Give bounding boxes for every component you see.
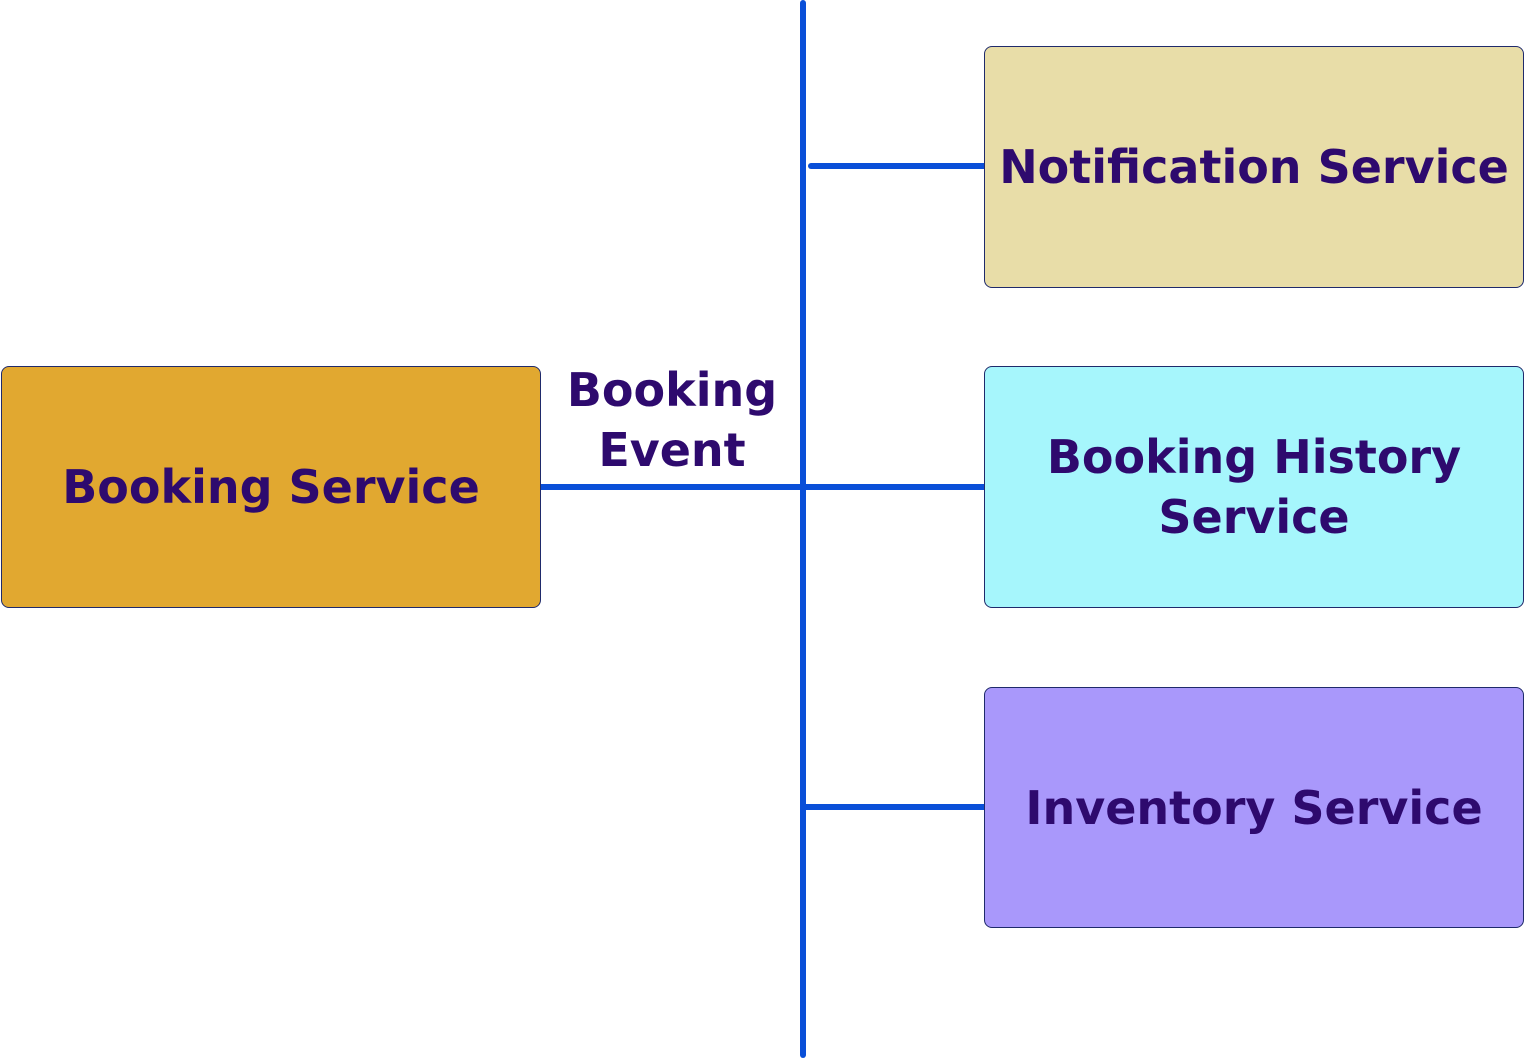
connector-booking-service-to-bus (537, 484, 988, 490)
booking-history-service-label: Booking History Service (1046, 430, 1462, 544)
inventory-service-box: Inventory Service (984, 687, 1524, 928)
connector-bus-to-inventory-service (800, 804, 988, 810)
event-bus-line (800, 0, 806, 1058)
notification-service-box: Notification Service (984, 46, 1524, 288)
inventory-service-label: Inventory Service (1025, 780, 1483, 835)
booking-service-label: Booking Service (62, 460, 480, 514)
booking-event-label: Booking Event (566, 363, 778, 477)
connector-bus-to-notification-service (808, 163, 988, 169)
notification-service-label: Notification Service (999, 140, 1509, 194)
booking-service-box: Booking Service (1, 366, 541, 608)
booking-history-service-box: Booking History Service (984, 366, 1524, 608)
